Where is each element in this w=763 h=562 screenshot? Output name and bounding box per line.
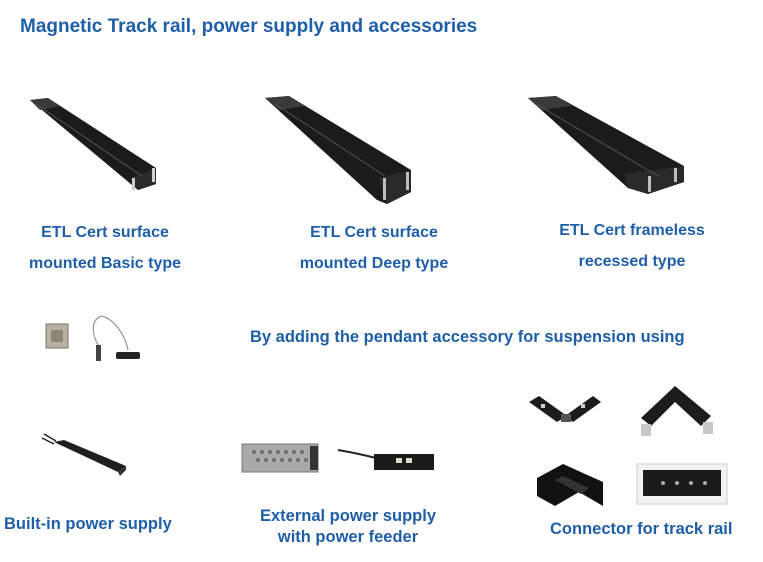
straight-connector-icon	[529, 396, 601, 422]
recessed-type-caption: ETL Cert frameless recessed type	[532, 215, 732, 277]
page-title: Magnetic Track rail, power supply and ac…	[20, 16, 478, 37]
external-power-supply-image	[241, 443, 434, 473]
basic-type-caption: ETL Cert surface mounted Basic type	[5, 217, 205, 279]
basic-track-rail-image	[30, 98, 156, 190]
recessed-type-line1: ETL Cert frameless	[559, 222, 705, 239]
connector-caption: Connector for track rail	[550, 520, 733, 538]
built-in-caption: Built-in power supply	[4, 515, 172, 533]
flat-plate-connector-icon	[636, 463, 728, 505]
external-caption: External power supply with power feeder	[246, 506, 450, 548]
basic-type-line2: mounted Basic type	[28, 255, 182, 272]
corner-connector-icon	[537, 464, 603, 506]
basic-type-line1: ETL Cert surface	[41, 224, 169, 241]
pendant-text: By adding the pendant accessory for susp…	[250, 328, 685, 346]
deep-type-line2: mounted Deep type	[299, 255, 449, 272]
recessed-type-line2: recessed type	[578, 253, 686, 270]
deep-type-line1: ETL Cert surface	[310, 224, 438, 241]
l-connector-icon	[641, 386, 713, 436]
track-connectors-image	[529, 386, 728, 506]
external-line2: with power feeder	[277, 528, 419, 546]
built-in-power-supply-image	[41, 433, 126, 476]
deep-track-rail-image	[265, 96, 411, 204]
external-line1: External power supply	[259, 507, 437, 525]
deep-type-caption: ETL Cert surface mounted Deep type	[274, 217, 474, 279]
pendant-accessory-image	[45, 315, 140, 361]
recessed-track-rail-image	[528, 96, 684, 194]
